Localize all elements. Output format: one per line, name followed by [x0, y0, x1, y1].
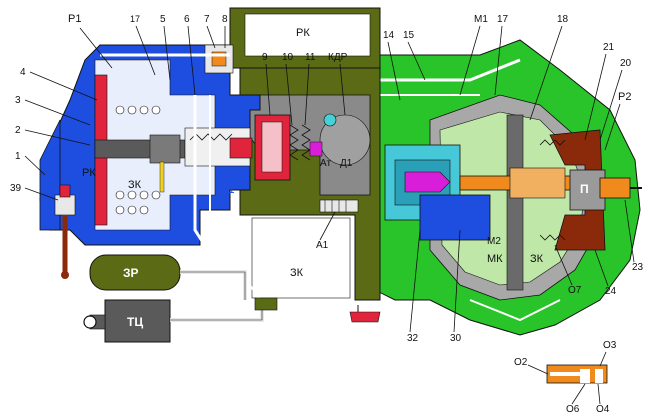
label-tc: ТЦ: [127, 315, 143, 329]
label-5: 5: [160, 14, 166, 25]
label-17a: 17: [130, 14, 140, 24]
label-o2: О2: [514, 357, 528, 368]
detail-inset: [546, 364, 608, 384]
label-4: 4: [20, 67, 26, 78]
label-p: П: [580, 182, 589, 196]
label-3: 3: [15, 95, 21, 106]
label-a1: А1: [316, 240, 329, 251]
callout-labels: Р1 17 5 6 7 8 РК 9 10 11 КДР 14 15 М1 17…: [10, 13, 644, 415]
label-24: 24: [605, 286, 617, 297]
label-15: 15: [403, 30, 415, 41]
label-30: 30: [450, 333, 462, 344]
label-o3: О3: [603, 340, 617, 351]
label-6: 6: [184, 14, 190, 25]
label-kdr: КДР: [328, 52, 348, 63]
label-18: 18: [557, 14, 569, 25]
label-p1: Р1: [68, 13, 81, 25]
label-m1: М1: [474, 14, 488, 25]
label-zk-right: ЗК: [530, 253, 544, 265]
label-o7: О7: [568, 285, 582, 296]
label-32: 32: [407, 333, 419, 344]
olive-valve-block: [229, 7, 381, 301]
label-d1: Д1: [340, 158, 353, 169]
label-7: 7: [204, 14, 210, 25]
leader-lines: [24, 25, 635, 405]
label-10: 10: [282, 52, 294, 63]
label-20: 20: [620, 58, 632, 69]
label-23: 23: [632, 262, 644, 273]
green-chamber-housing: [374, 39, 642, 336]
label-o6: О6: [566, 404, 580, 415]
label-11: 11: [305, 52, 316, 63]
label-m2: М2: [487, 236, 501, 247]
label-o4: О4: [596, 404, 610, 415]
label-8: 8: [222, 14, 228, 25]
label-1: 1: [15, 151, 21, 162]
label-o1: О1: [220, 184, 235, 196]
label-9: 9: [262, 52, 268, 63]
label-39: 39: [10, 183, 22, 194]
label-2: 2: [15, 125, 21, 136]
label-rk-top: РК: [296, 27, 310, 39]
label-17b: 17: [497, 14, 509, 25]
cylinder-tc: [83, 299, 171, 343]
label-zk-left: ЗК: [128, 179, 142, 191]
label-21: 21: [603, 42, 615, 53]
label-14: 14: [383, 30, 395, 41]
label-rk-left: РК: [82, 167, 96, 179]
label-zk-mid: ЗК: [290, 267, 304, 279]
label-p2: Р2: [618, 91, 631, 103]
label-mk: МК: [487, 253, 503, 265]
label-at: Ат: [320, 158, 331, 169]
blue-chamber-housing: [39, 44, 261, 301]
label-zr: ЗР: [123, 266, 139, 280]
